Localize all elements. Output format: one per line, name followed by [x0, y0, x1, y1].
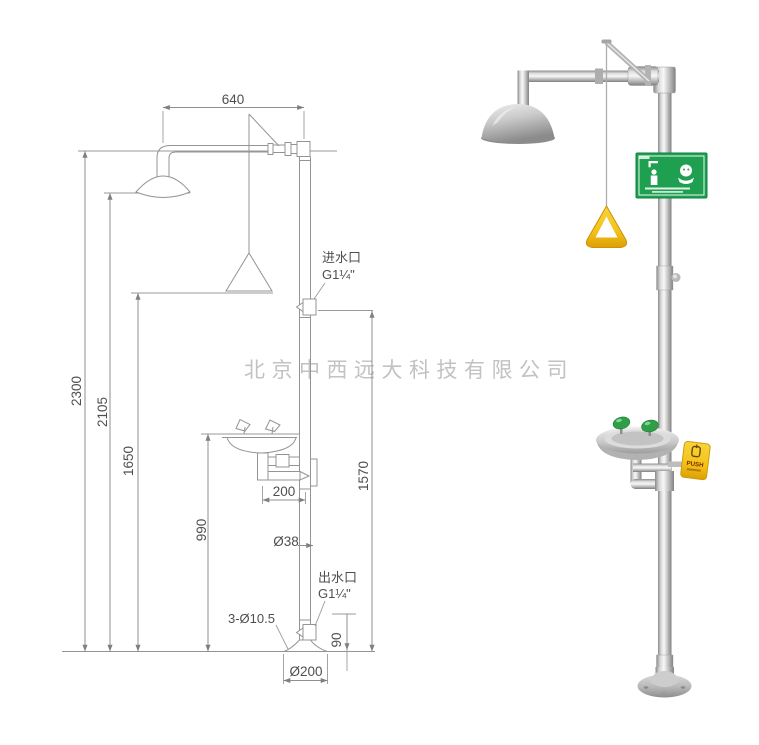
drawn-inlet-fitting: [295, 298, 317, 316]
shower-pictogram-icon: [648, 161, 658, 185]
dim-outlet-ground: 90: [329, 632, 344, 647]
push-label: PUSH: [686, 460, 704, 469]
anchor-holes-label: 3-Ø10.5: [228, 611, 275, 626]
photo-safety-sign: [635, 152, 708, 199]
drawn-shower-head: [135, 175, 191, 199]
photo-eyewash-unit: PUSH: [596, 416, 711, 491]
photo-lever-pin: [601, 39, 612, 44]
drawn-main-pipe: [299, 156, 318, 640]
technical-drawing: 640 2300 2105 1650 990 1570: [62, 92, 375, 684]
photo-shower-arm: [523, 70, 659, 82]
dim-arm-width: 640: [222, 92, 245, 107]
inlet-label: 进水口: [322, 250, 361, 265]
drawn-pipe-elbow: [296, 141, 311, 157]
photo-push-paddle: PUSH: [680, 441, 711, 481]
photo-arm-elbow: [517, 70, 529, 123]
photo-pipe-coupling: [656, 265, 674, 291]
dim-base-dia: Ø200: [289, 664, 322, 679]
watermark: 北京中西远大科技有限公司: [244, 359, 574, 382]
dim-shower-height: 2105: [95, 397, 110, 427]
drawn-outlet-fitting: [295, 624, 317, 641]
photo-main-pipe: [658, 68, 672, 680]
outlet-thread-label: G1¼": [318, 586, 351, 601]
dim-handle-height: 1650: [121, 446, 136, 476]
product-photo: PUSH: [481, 39, 711, 698]
sign-caption-line: [645, 187, 690, 190]
dim-pipe-dia: Ø38: [273, 534, 299, 549]
drawn-eyewash-assembly: [222, 418, 311, 481]
photo-pull-handle: [585, 204, 628, 248]
dim-inlet-height: 1570: [356, 461, 371, 491]
sign-caption-line2: [652, 191, 683, 193]
dim-total-height: 2300: [69, 376, 84, 406]
dim-bowl-offset: 200: [273, 484, 296, 499]
dim-bowl-height: 990: [194, 519, 209, 542]
inlet-thread-label: G1¼": [322, 267, 355, 282]
drawn-shower-assembly: [135, 141, 311, 199]
drawn-pull-handle: [225, 252, 273, 292]
outlet-label: 出水口: [318, 570, 357, 585]
drawn-base: [283, 639, 328, 652]
eyewash-pictogram-icon: [678, 164, 694, 184]
photo-shower-head: [481, 104, 555, 143]
drawn-pull-mechanism: [225, 113, 280, 292]
